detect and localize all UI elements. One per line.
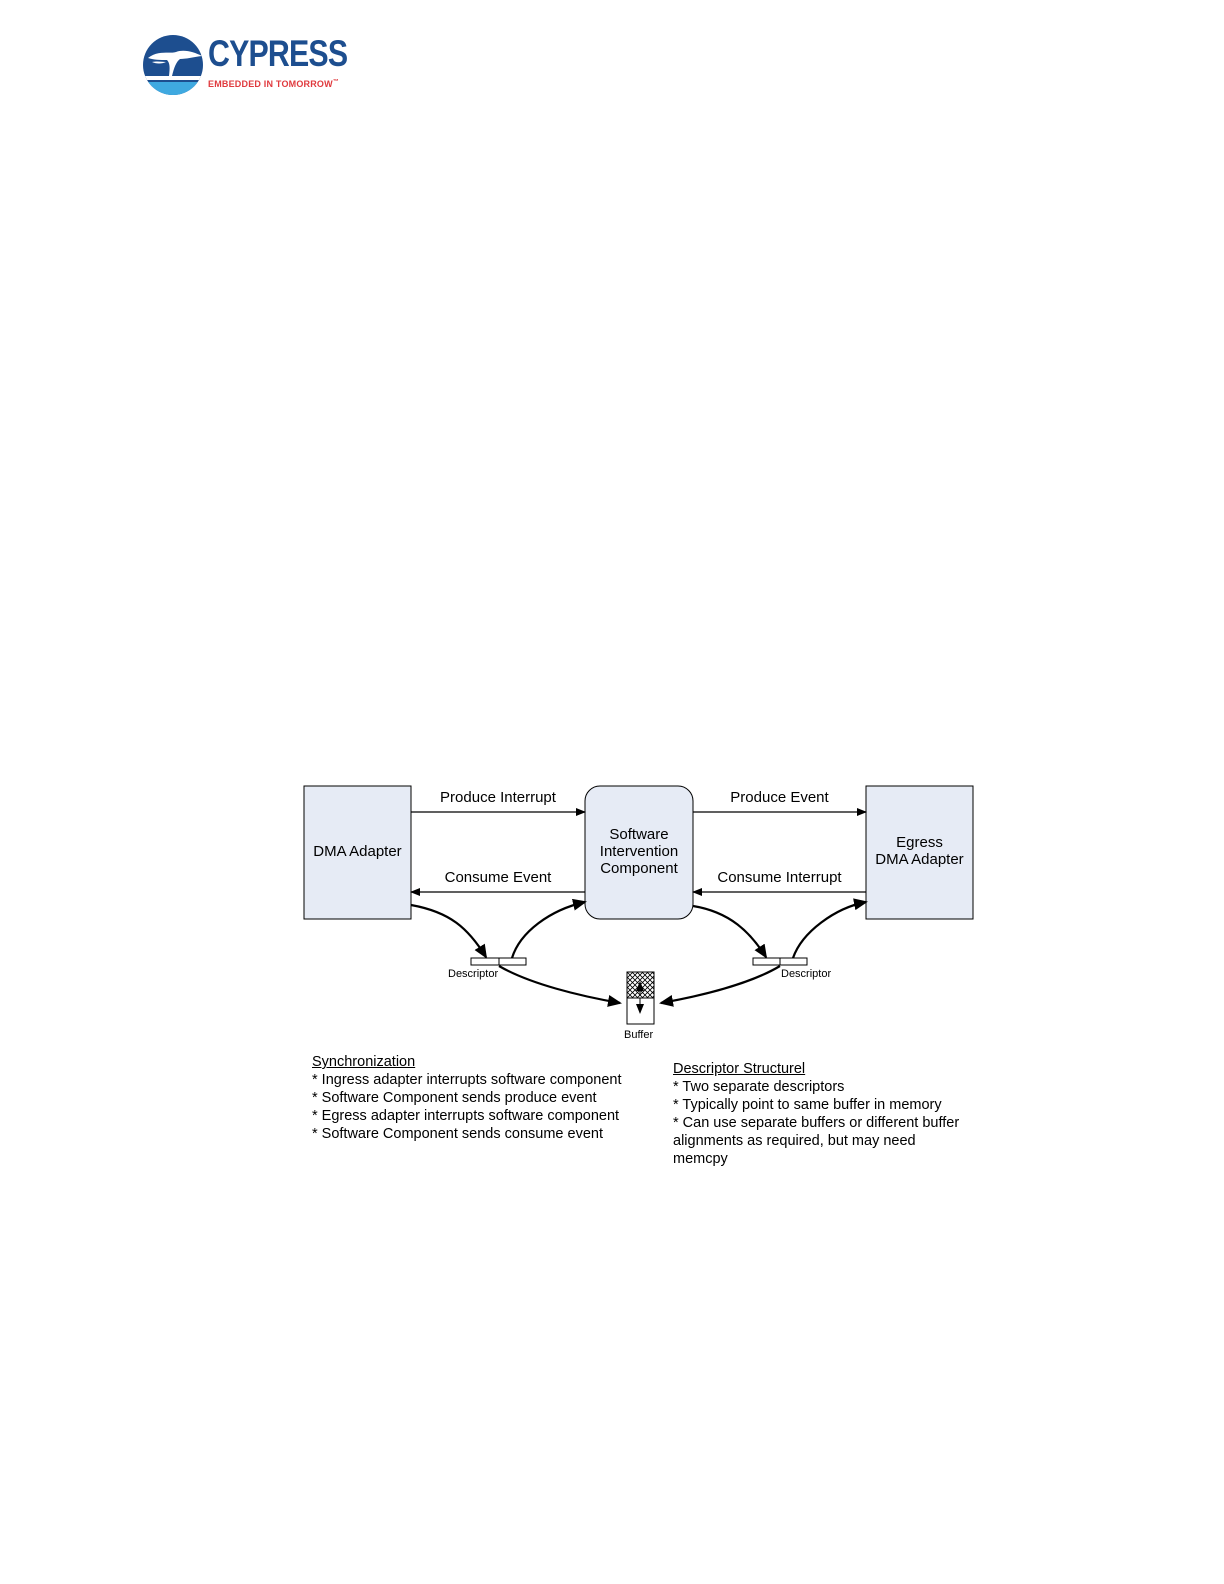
- descriptor-structure-item: * Can use separate buffers or different …: [673, 1115, 960, 1167]
- synchronization-item: * Ingress adapter interrupts software co…: [312, 1072, 622, 1088]
- logo-wordmark: CYPRESS: [208, 33, 348, 74]
- descriptor-structure-notes: Descriptor Structurel * Two separate des…: [673, 1060, 973, 1168]
- descriptor-structure-heading: Descriptor Structurel: [673, 1061, 806, 1077]
- cypress-tree-globe-icon: [143, 35, 203, 95]
- egress-adapter-line-1: Egress: [896, 834, 943, 851]
- synchronization-heading: Synchronization: [312, 1054, 416, 1070]
- software-component-label: Software Intervention Component: [585, 826, 693, 877]
- left-descriptor-b: [498, 957, 527, 966]
- diagram-drawing: [303, 785, 974, 1025]
- software-component-line-3: Component: [600, 860, 678, 877]
- synchronization-item: * Software Component sends consume event: [312, 1126, 603, 1142]
- logo-tagline-text: EMBEDDED IN TOMORROW: [208, 79, 333, 89]
- right-descriptor-a: [752, 957, 781, 966]
- software-component-line-2: Intervention: [599, 843, 679, 860]
- software-component-box: [584, 785, 694, 920]
- buffer-box: [626, 971, 655, 1025]
- synchronization-item: * Egress adapter interrupts software com…: [312, 1108, 620, 1124]
- descriptor-to-buffer-curve: [498, 965, 622, 1007]
- egress-adapter-box: [865, 785, 974, 920]
- left-descriptor-a: [470, 957, 500, 966]
- consume-interrupt-label: Consume Interrupt: [717, 869, 842, 886]
- right-descriptor-b: [779, 957, 808, 966]
- descriptor-to-software-curve: [510, 898, 587, 959]
- logo-trademark: ™: [332, 79, 340, 85]
- egress-adapter-line-2: DMA Adapter: [875, 851, 964, 868]
- software-component-line-1: Software: [609, 826, 669, 843]
- descriptor-left-label: Descriptor: [448, 968, 499, 980]
- synchronization-item: * Software Component sends produce event: [312, 1090, 597, 1106]
- consume-event-label: Consume Event: [444, 869, 552, 886]
- logo-tagline: EMBEDDED IN TOMORROW™: [208, 79, 339, 89]
- dma-adapter-label: DMA Adapter: [313, 843, 402, 860]
- descriptor-right-to-buffer-curve: [659, 965, 781, 1007]
- descriptor-structure-item: * Two separate descriptors: [673, 1079, 845, 1095]
- dma-adapter-box: [303, 785, 412, 920]
- buffer-label: Buffer: [624, 1029, 654, 1041]
- cypress-logo: CYPRESS EMBEDDED IN TOMORROW™: [140, 30, 348, 100]
- synchronization-notes: Synchronization * Ingress adapter interr…: [312, 1053, 657, 1143]
- descriptor-right-label: Descriptor: [781, 968, 832, 980]
- produce-interrupt-label: Produce Interrupt: [440, 789, 556, 806]
- dma-flow-diagram: DMA Adapter Software Intervention Compon…: [290, 770, 990, 1180]
- dma-to-descriptor-curve: [410, 903, 488, 959]
- egress-adapter-label: Egress DMA Adapter: [866, 834, 973, 868]
- descriptor-structure-item: * Typically point to same buffer in memo…: [673, 1097, 942, 1113]
- software-to-descriptor-curve: [692, 904, 768, 959]
- produce-event-label: Produce Event: [730, 789, 829, 806]
- descriptor-to-egress-curve: [791, 898, 868, 959]
